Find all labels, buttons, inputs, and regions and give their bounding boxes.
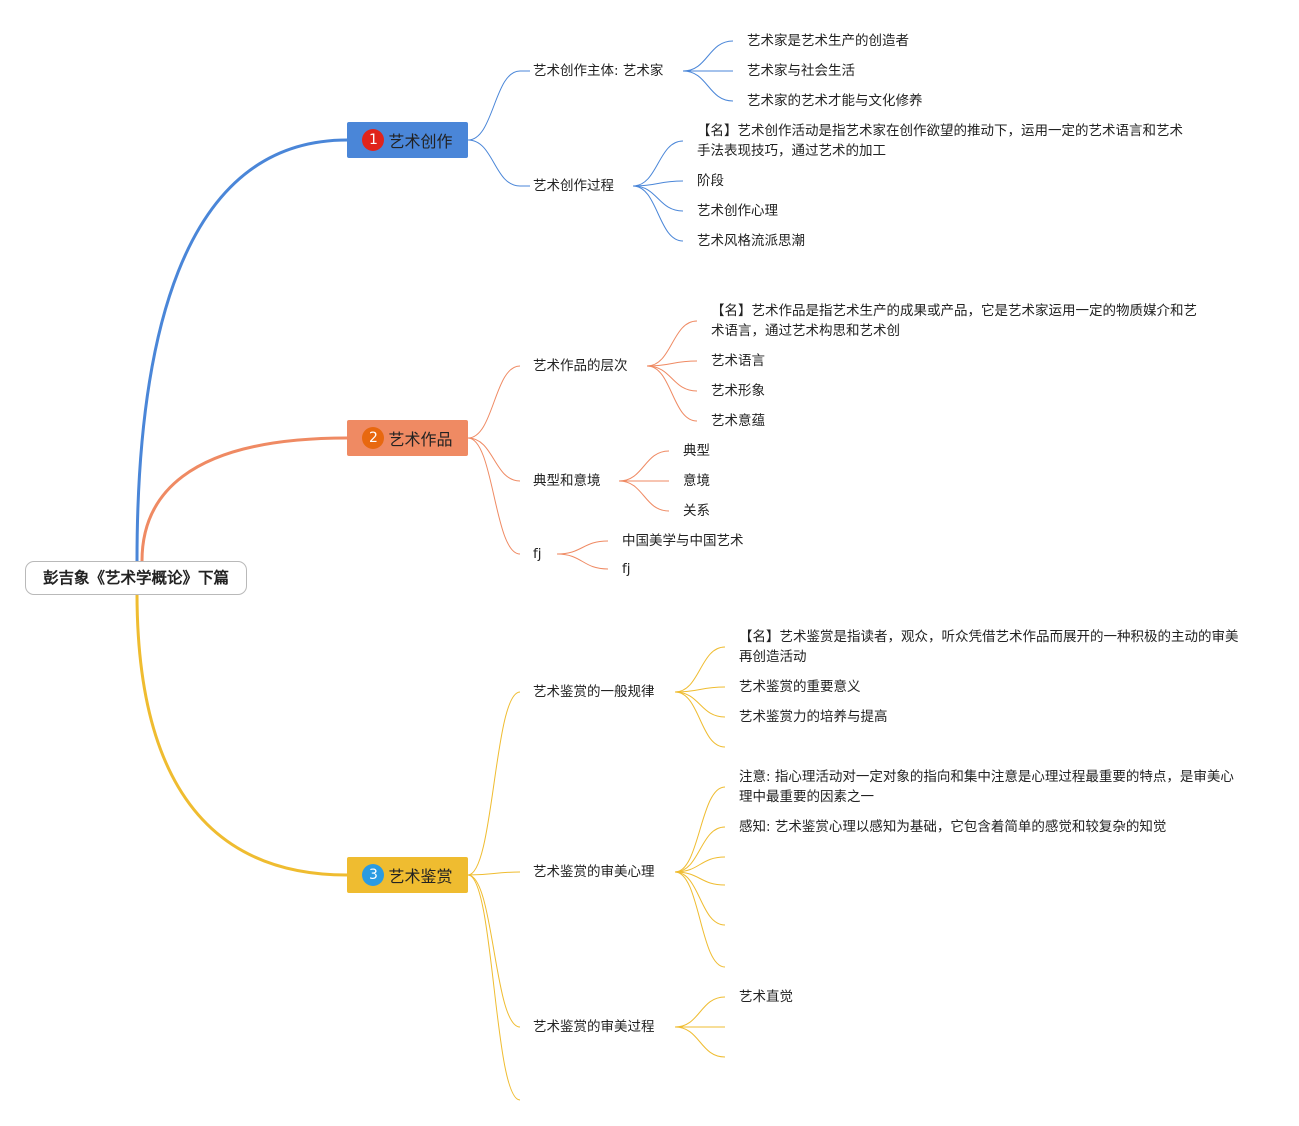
leaf-connector [646,360,698,367]
subtopic-artwork-levels[interactable]: 艺术作品的层次 [533,358,628,374]
leaf-connector [674,691,726,718]
leaf-connector [674,826,726,873]
branch-topic-artwork[interactable]: 2 艺术作品 [347,420,468,456]
leaf-node[interactable]: 艺术家的艺术才能与文化修养 [747,93,923,109]
subtopic-art-creation-process[interactable]: 艺术创作过程 [533,178,614,194]
branch-connector [467,437,521,555]
branch-label: 艺术鉴赏 [388,867,453,886]
leaf-node[interactable]: 感知: 艺术鉴赏心理以感知为基础，它包含着简单的感觉和较复杂的知觉 [739,819,1167,835]
leaf-node[interactable]: 典型 [683,443,710,459]
leaf-connector [632,185,684,212]
leaf-node[interactable]: 【名】艺术鉴赏是指读者，观众，听众凭借艺术作品而展开的一种积极的主动的审美再创造… [739,629,1239,665]
root-topic[interactable]: 彭吉象《艺术学概论》下篇 [25,561,247,595]
leaf-connector [632,185,684,242]
priority-2-icon: 2 [362,427,385,449]
leaf-connector [646,320,698,367]
root-connector-3 [135,592,348,877]
branch-connector [467,871,521,876]
subtopic-typical-and-mood[interactable]: 典型和意境 [533,473,601,489]
leaf-node[interactable]: fj [622,561,631,577]
subtopic-appreciation-aesthetic-psychology[interactable]: 艺术鉴赏的审美心理 [533,864,655,880]
leaf-connector [674,786,726,873]
leaf-connector [674,871,726,926]
leaf-connector [674,686,726,693]
leaf-node[interactable]: 关系 [683,503,710,519]
leaf-node[interactable]: 艺术家是艺术生产的创造者 [747,33,909,49]
leaf-connector [632,180,684,187]
branch-topic-art-appreciation[interactable]: 3 艺术鉴赏 [347,857,468,893]
branch-topic-art-creation[interactable]: 1 艺术创作 [347,122,468,158]
leaf-connector [674,856,726,873]
subtopic-appreciation-aesthetic-process[interactable]: 艺术鉴赏的审美过程 [533,1019,655,1035]
leaf-connector [674,1026,726,1058]
leaf-node[interactable]: 艺术家与社会生活 [747,63,855,79]
branch-connector [467,437,521,482]
root-connector-1 [135,138,348,562]
branch-connector [467,874,521,1101]
branch-connector [467,365,521,439]
branch-label: 艺术作品 [388,430,453,449]
leaf-node[interactable]: 【名】艺术作品是指艺术生产的成果或产品，它是艺术家运用一定的物质媒介和艺术语言，… [711,303,1197,339]
leaf-node[interactable]: 艺术直觉 [739,989,793,1005]
priority-1-icon: 1 [362,129,385,151]
leaf-connector [556,540,609,555]
leaf-connector [674,871,726,886]
leaf-node[interactable]: 艺术鉴赏的重要意义 [739,679,861,695]
leaf-connector [618,450,670,482]
leaf-node[interactable]: 艺术鉴赏力的培养与提高 [739,709,888,725]
leaf-connector [618,480,670,512]
branch-label: 艺术创作 [388,132,453,151]
root-connector-2 [140,436,348,562]
subtopic-appreciation-general-rules[interactable]: 艺术鉴赏的一般规律 [533,684,655,700]
leaf-connector [674,691,726,748]
leaf-node[interactable]: 【名】艺术创作活动是指艺术家在创作欲望的推动下，运用一定的艺术语言和艺术手法表现… [697,123,1183,159]
branch-connector [467,874,521,1028]
leaf-connector [646,365,698,422]
leaf-node[interactable]: 注意: 指心理活动对一定对象的指向和集中注意是心理过程最重要的特点，是审美心理中… [739,769,1234,805]
subtopic-art-creation-subject[interactable]: 艺术创作主体: 艺术家 [533,63,664,79]
leaf-connector [674,871,726,968]
branch-connector [467,139,521,187]
leaf-node[interactable]: 艺术风格流派思潮 [697,233,805,249]
leaf-node[interactable]: 艺术语言 [711,353,765,369]
leaf-connector [632,140,684,187]
branch-connector [467,70,521,141]
leaf-node[interactable]: 中国美学与中国艺术 [622,533,744,549]
priority-3-icon: 3 [362,864,385,886]
leaf-connector [646,365,698,392]
leaf-connector [674,646,726,693]
leaf-connector [674,996,726,1028]
branch-connector [467,691,521,876]
leaf-node[interactable]: 艺术创作心理 [697,203,778,219]
leaf-connector [682,40,734,72]
leaf-node[interactable]: 艺术形象 [711,383,765,399]
leaf-connector [556,553,609,570]
leaf-node[interactable]: 艺术意蕴 [711,413,765,429]
leaf-node[interactable]: 意境 [683,473,710,489]
leaf-node[interactable]: 阶段 [697,173,724,189]
subtopic-fj[interactable]: fj [533,546,542,562]
leaf-connector [682,70,734,102]
